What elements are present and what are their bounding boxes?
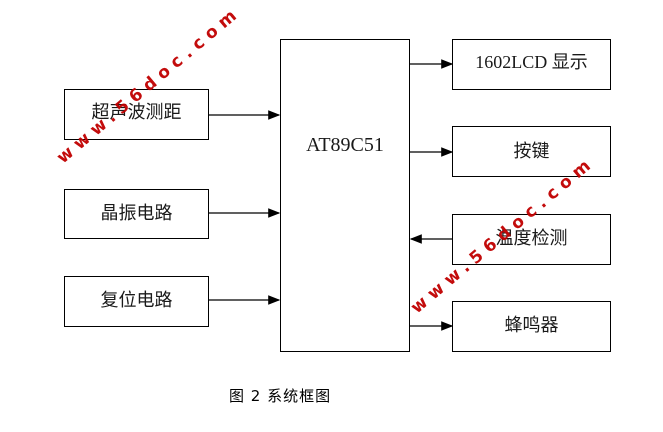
ultrasonic-label: 超声波测距 xyxy=(91,102,182,122)
cpu-block: AT89C51 xyxy=(280,39,410,352)
lcd-block: 1602LCD 显示 xyxy=(452,39,611,90)
figure-caption: 图 2 系统框图 xyxy=(229,387,332,405)
keys-label: 按键 xyxy=(513,141,550,161)
keys-block: 按键 xyxy=(452,126,611,177)
cpu-label: AT89C51 xyxy=(306,134,384,156)
ultrasonic-block: 超声波测距 xyxy=(64,89,209,140)
buzzer-label: 蜂鸣器 xyxy=(504,315,559,335)
crystal-label: 晶振电路 xyxy=(100,203,173,223)
reset-label: 复位电路 xyxy=(100,290,173,310)
reset-block: 复位电路 xyxy=(64,276,209,327)
temperature-label: 温度检测 xyxy=(495,228,568,248)
temperature-block: 温度检测 xyxy=(452,214,611,265)
crystal-block: 晶振电路 xyxy=(64,189,209,239)
lcd-label: 1602LCD 显示 xyxy=(475,52,588,72)
buzzer-block: 蜂鸣器 xyxy=(452,301,611,352)
